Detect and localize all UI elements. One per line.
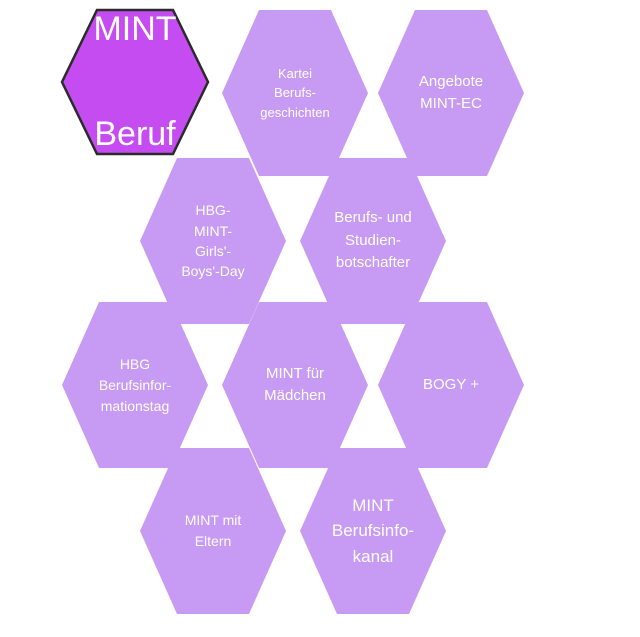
tile-label: MINT Berufsinfo- kanal [331,495,415,566]
tile-label: BOGY + [422,375,479,393]
tile-label: MINT für Mädchen [264,364,326,405]
tile-shape [222,302,368,468]
tile-shape [378,302,524,468]
tile-angebote-mint-ec[interactable]: Angebote MINT-EC [378,10,524,176]
tile-shape [300,448,446,614]
tile-shape [140,448,286,614]
tile-hbg-mint-girls-boys-day[interactable]: HBG- MINT- Girls'- Boys'-Day [140,158,286,324]
tile-shape [62,302,208,468]
tile-shape [300,158,446,324]
tile-hbg-berufsinformationstag[interactable]: HBG Berufsinfor- mationstag [62,302,208,468]
tile-label: Angebote MINT-EC [418,72,484,113]
tile-mint-berufsinfokanal[interactable]: MINT Berufsinfo- kanal [300,448,446,614]
title-hexagon[interactable]: MINT Beruf [60,8,210,156]
tile-label: MINT mit Eltern [184,512,242,549]
title-text: MINT Beruf [93,0,176,214]
tile-mint-fuer-maedchen[interactable]: MINT für Mädchen [222,302,368,468]
title-line-1: MINT [93,9,177,48]
tile-bogy-plus[interactable]: BOGY + [378,302,524,468]
tile-label: Berufs- und Studien- botschafter [334,209,412,272]
tile-kartei-berufsgeschichten[interactable]: Kartei Berufs- geschichten [222,10,368,176]
tile-label: Kartei Berufs- geschichten [260,65,330,120]
tile-berufs-und-studienbotschafter[interactable]: Berufs- und Studien- botschafter [300,158,446,324]
tile-shape [378,10,524,176]
tile-shape [222,10,368,176]
tile-shape [140,158,286,324]
title-hexagon-shape [60,8,210,156]
tile-label: HBG Berufsinfor- mationstag [98,355,172,414]
tile-label: HBG- MINT- Girls'- Boys'-Day [181,202,245,280]
title-line-2: Beruf [94,115,176,154]
tile-mint-mit-eltern[interactable]: MINT mit Eltern [140,448,286,614]
